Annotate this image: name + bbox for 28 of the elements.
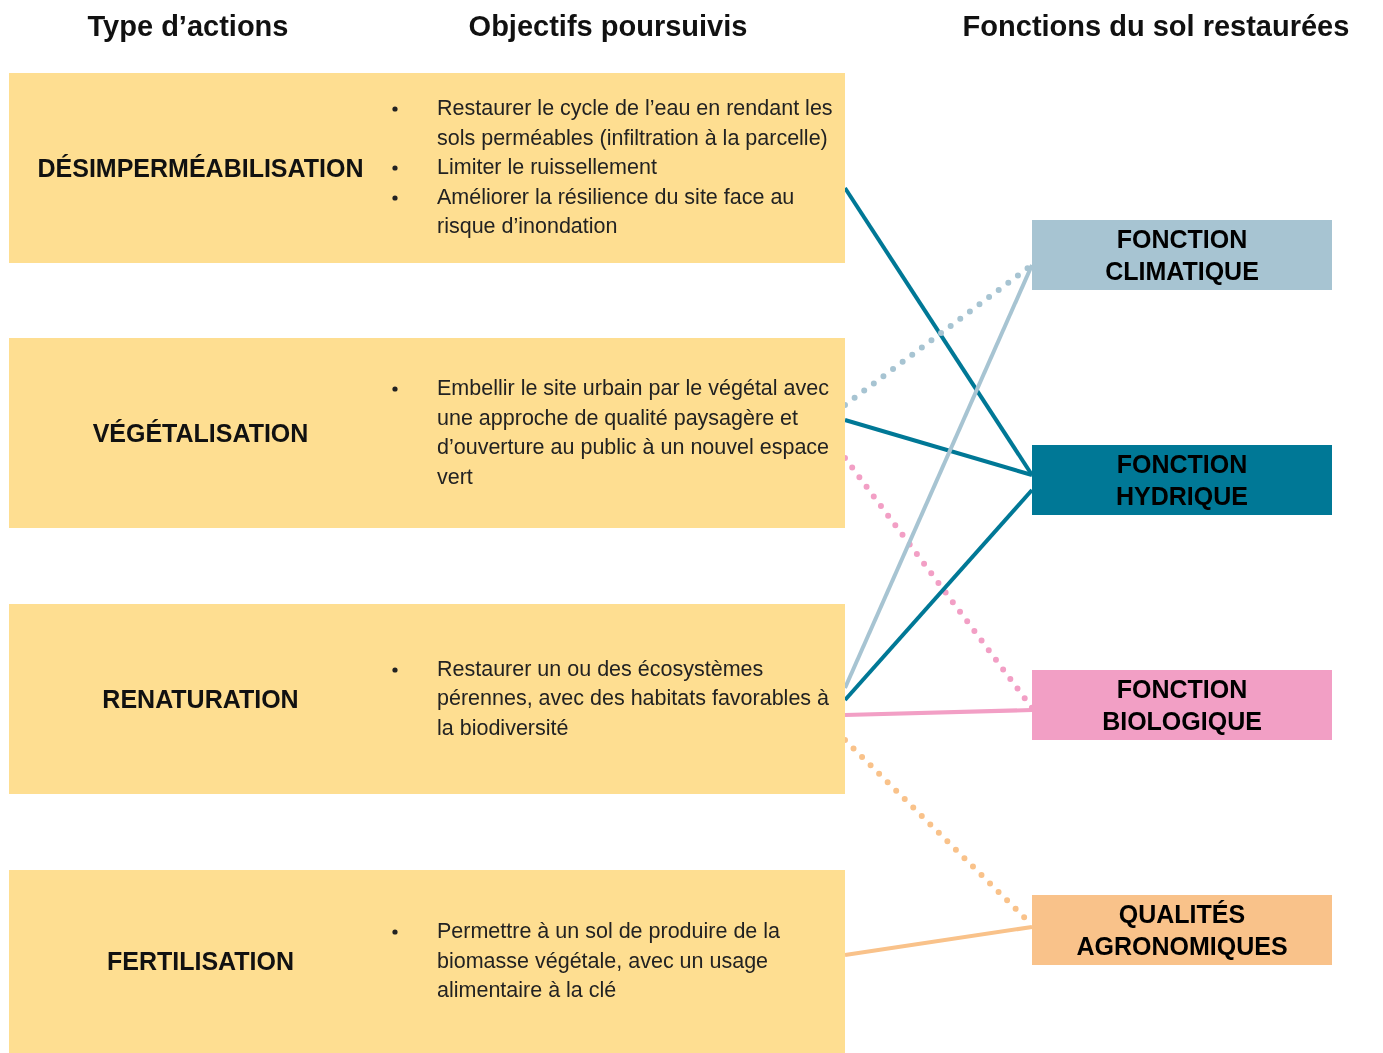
function-box: [1032, 220, 1332, 290]
objective-text: Embellir le site urbain par le végétal avec une approche de qualité paysagère et d’ouverture au public à un nouvel espace vert: [437, 375, 831, 491]
connector-line: [844, 925, 1033, 957]
function-label: FONCTION CLIMATIQUE: [1104, 224, 1260, 287]
action-title: VÉGÉTALISATION: [91, 418, 310, 448]
action-box: [9, 73, 845, 263]
objective-text: Restaurer un ou des écosystèmes pérennes, avec des habitats favorables à la biodiversité: [437, 655, 831, 742]
column-heading: Objectifs poursuivis: [468, 10, 748, 43]
function-box: [1032, 445, 1332, 515]
function-label: QUALITÉS AGRONOMIQUES: [1075, 899, 1289, 962]
column-heading: Fonctions du sol restaurées: [962, 10, 1350, 43]
objective-text: Limiter le ruissellement: [437, 154, 658, 182]
objective-text: Permettre à un sol de produire de la biomasse végétale, avec un usage alimentaire à la clé: [437, 918, 781, 1005]
objective-text: Améliorer la résilience du site face au risque d’inondation: [437, 183, 796, 241]
function-box: [1032, 895, 1332, 965]
connector-line: [844, 418, 1033, 477]
column-heading: Type d’actions: [87, 10, 289, 43]
action-box: [9, 870, 845, 1053]
function-label: FONCTION HYDRIQUE: [1115, 449, 1249, 512]
action-box: [9, 604, 845, 794]
connector-line: [844, 708, 1033, 717]
action-box: [9, 338, 845, 528]
objective-text: Restaurer le cycle de l’eau en rendant les sols perméables (infiltration à la parcelle): [437, 95, 834, 152]
function-box: [1032, 670, 1332, 740]
action-title: FERTILISATION: [106, 947, 295, 976]
function-label: FONCTION BIOLOGIQUE: [1101, 674, 1263, 737]
action-title: DÉSIMPERMÉABILISATION: [36, 153, 365, 183]
action-title: RENATURATION: [101, 684, 300, 714]
